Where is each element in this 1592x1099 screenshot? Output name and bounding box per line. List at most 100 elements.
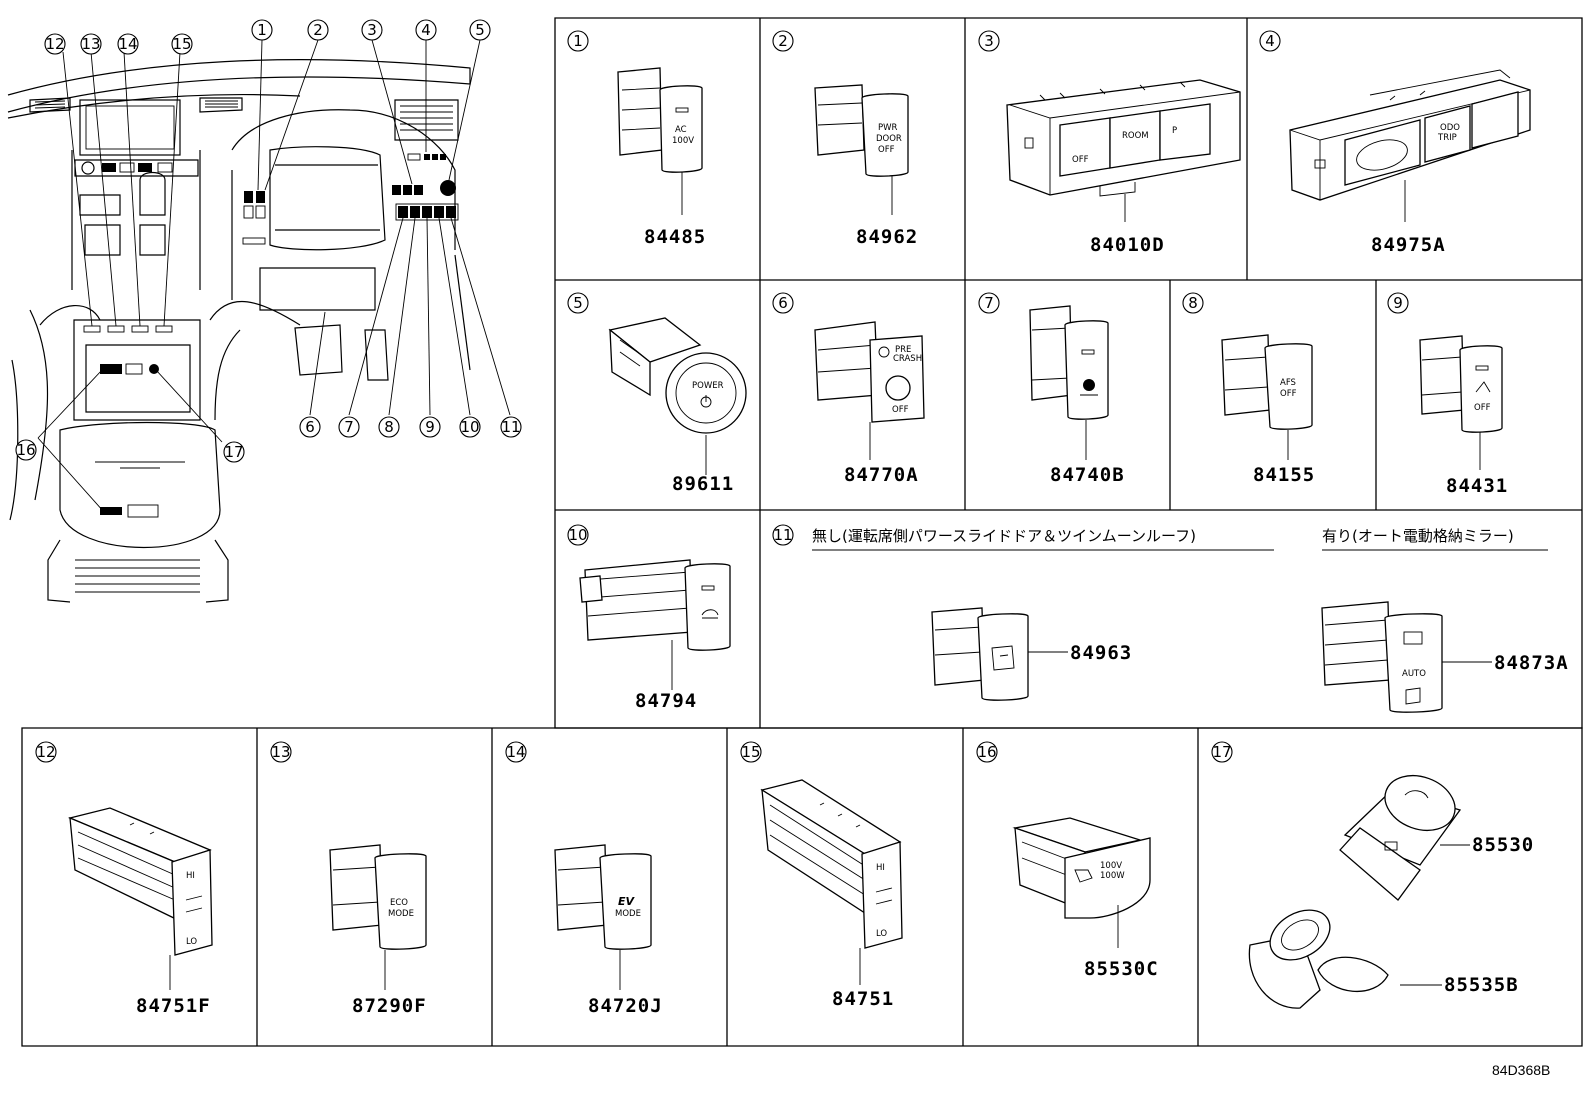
switch-84751: HI LO — [760, 779, 903, 985]
callout: 11 — [501, 418, 520, 436]
switch-text: LO — [186, 937, 197, 947]
part-number: 85535B — [1444, 974, 1519, 996]
callout: 7 — [344, 418, 354, 436]
part-number: 89611 — [672, 473, 734, 495]
cell-number: 10 — [568, 526, 587, 544]
switch-84975A: ODO TRIP — [1289, 69, 1531, 222]
callout: 8 — [384, 418, 394, 436]
part-number: 84962 — [856, 226, 918, 248]
cell-numbers: 1 2 3 4 5 6 7 8 9 10 11 12 13 14 15 16 1… — [35, 30, 1409, 763]
cell-number: 1 — [573, 32, 583, 50]
switch-text: CRASH — [893, 354, 922, 364]
callout: 5 — [475, 21, 485, 39]
cell-number: 14 — [506, 743, 525, 761]
cell-number: 16 — [977, 743, 996, 761]
switch-text: ECO — [390, 898, 408, 908]
switch-text: HI — [186, 871, 195, 881]
switch-text: 100W — [1100, 871, 1125, 881]
switch-text: TRIP — [1437, 133, 1457, 143]
part-number: 84751 — [832, 988, 894, 1010]
part-number: 84720J — [588, 995, 663, 1017]
cell-number: 8 — [1188, 294, 1198, 312]
cell-number: 5 — [573, 294, 583, 312]
switch-text: PRE — [895, 345, 911, 355]
cell-number: 17 — [1212, 743, 1231, 761]
cell-number: 13 — [271, 743, 290, 761]
switch-84962: PWR DOOR OFF — [814, 84, 909, 215]
variant-label: 有り(オート電動格納ミラー) — [1322, 527, 1514, 545]
cell-number: 4 — [1265, 32, 1275, 50]
part-number: 84010D — [1090, 234, 1165, 256]
callout: 15 — [172, 35, 191, 53]
callout: 12 — [45, 35, 64, 53]
cap-85535B — [1248, 909, 1442, 1009]
part-number: 84751F — [136, 995, 211, 1017]
switch-text: HI — [876, 863, 885, 873]
socket-85530 — [1339, 774, 1470, 901]
switch-text: AUTO — [1402, 669, 1426, 679]
callout: 6 — [305, 418, 315, 436]
switch-text: OFF — [892, 405, 909, 415]
switch-text: OFF — [1072, 155, 1089, 165]
switch-text: 100V — [672, 136, 694, 146]
switch-text: AFS — [1280, 378, 1296, 388]
switch-84751F: HI LO — [67, 807, 213, 990]
switch-text: ODO — [1440, 123, 1460, 133]
callout: 3 — [367, 21, 377, 39]
part-number: 84794 — [635, 690, 697, 712]
callout: 17 — [224, 443, 243, 461]
switch-84155: AFS OFF — [1221, 334, 1313, 460]
switch-text: OFF — [878, 145, 895, 155]
switch-84431: OFF — [1419, 335, 1503, 470]
switch-text: AC — [675, 125, 687, 135]
switch-text: EV — [618, 895, 636, 908]
overview-callouts: 1 2 3 4 5 12 13 14 15 6 7 8 9 10 11 16 1… — [15, 19, 522, 463]
dashboard-overview — [7, 59, 471, 603]
cell-number: 2 — [778, 32, 788, 50]
cell-number: 12 — [36, 743, 55, 761]
switch-text: ROOM — [1122, 131, 1149, 141]
switch-84963 — [931, 607, 1068, 701]
variant-label: 無し(運転席側パワースライドドア＆ツインムーンルーフ) — [812, 527, 1196, 545]
part-number: 84155 — [1253, 464, 1315, 486]
cell-number: 7 — [984, 294, 994, 312]
switch-84740B — [1029, 305, 1109, 460]
parts-grid — [21, 17, 1583, 1047]
cell-number: 3 — [984, 32, 994, 50]
switch-84485: AC 100V — [617, 67, 703, 215]
switch-text: P — [1172, 126, 1177, 136]
callout: 2 — [313, 21, 323, 39]
switch-85530C: 100V 100W — [1012, 817, 1151, 948]
cell-number: 6 — [778, 294, 788, 312]
callout: 9 — [425, 418, 435, 436]
part-number: 84963 — [1070, 642, 1132, 664]
switch-84720J: EV MODE — [554, 844, 652, 990]
part-number: 84740B — [1050, 464, 1125, 486]
switch-84770A: PRE CRASH OFF — [814, 321, 925, 460]
switch-84794 — [579, 559, 731, 690]
switch-89611: POWER — [608, 317, 747, 475]
cell-number: 9 — [1393, 294, 1403, 312]
callout: 16 — [16, 441, 35, 459]
switch-text: OFF — [1280, 389, 1297, 399]
part-number: 84770A — [844, 464, 919, 486]
switch-text: MODE — [615, 909, 641, 919]
cell-number: 11 — [773, 526, 792, 544]
part-number: 87290F — [352, 995, 427, 1017]
callout: 10 — [460, 418, 479, 436]
part-number: 84873A — [1494, 652, 1569, 674]
switch-text: OFF — [1474, 403, 1491, 413]
part-number: 84485 — [644, 226, 706, 248]
cell-number: 15 — [741, 743, 760, 761]
switch-84873A: AUTO — [1321, 601, 1492, 713]
part-number: 84431 — [1446, 475, 1508, 497]
diagram-code: 84D368B — [1492, 1062, 1550, 1078]
switch-text: 100V — [1100, 861, 1122, 871]
switch-text: MODE — [388, 909, 414, 919]
callout: 1 — [257, 21, 267, 39]
switch-text: LO — [876, 929, 887, 939]
callout: 4 — [421, 21, 431, 39]
part-number: 85530C — [1084, 958, 1159, 980]
switch-text: DOOR — [876, 134, 902, 144]
switch-87290F: ECO MODE — [329, 844, 427, 990]
